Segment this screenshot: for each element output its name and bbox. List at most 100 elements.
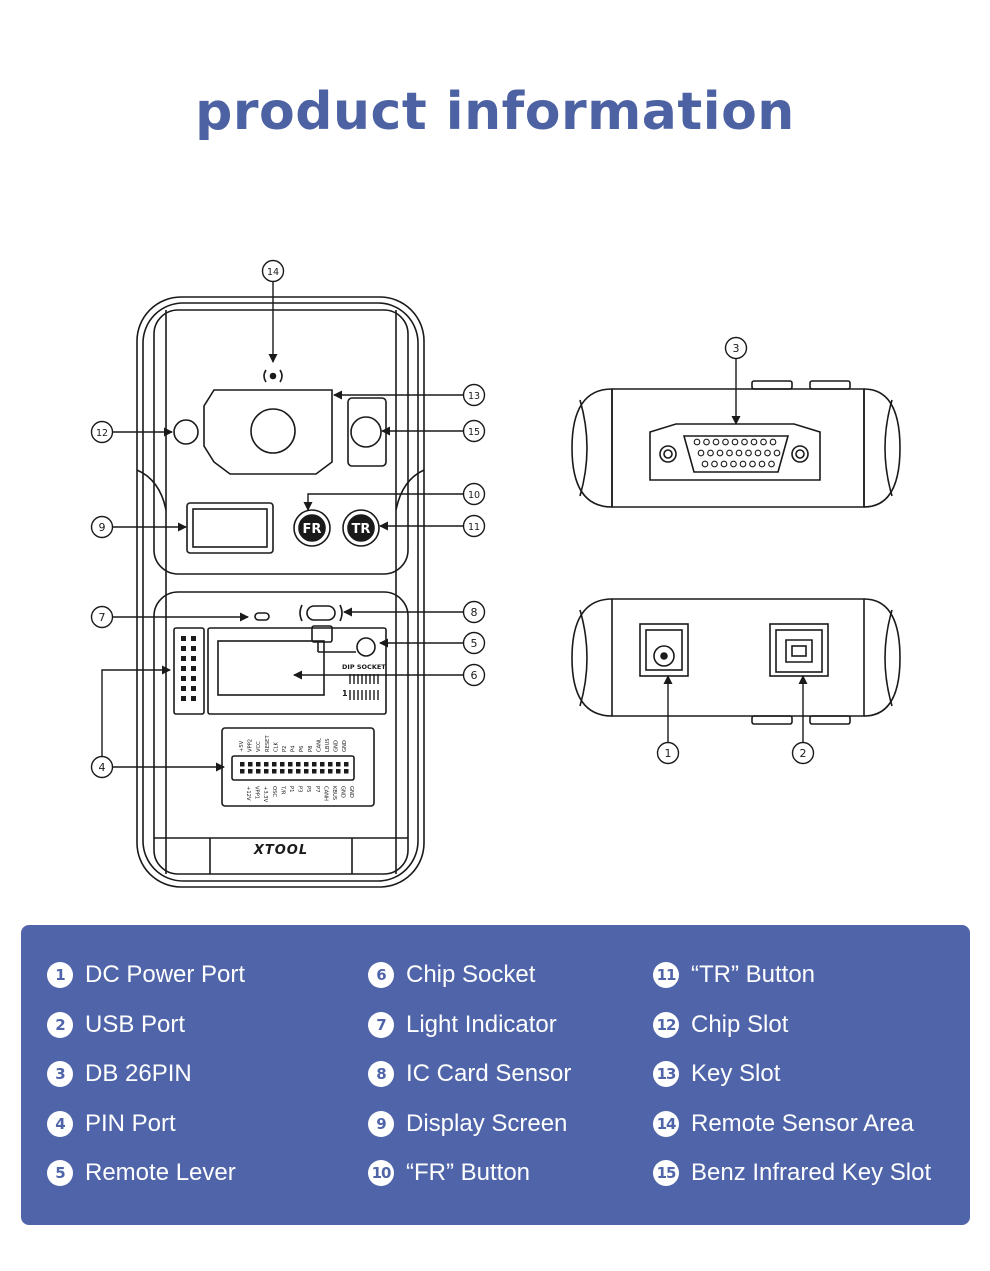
callout-number: 8 [471, 606, 478, 619]
legend-label: Display Screen [406, 1110, 568, 1137]
legend-number: 3 [47, 1061, 73, 1087]
legend-label: IC Card Sensor [406, 1060, 572, 1087]
legend-number: 15 [653, 1160, 679, 1186]
legend-number: 6 [368, 962, 394, 988]
callout-number: 10 [468, 490, 480, 501]
pin-label: VPP2 [248, 739, 254, 752]
callout-number: 7 [99, 611, 106, 624]
callout-number: 12 [96, 428, 108, 439]
pin-label: P2 [282, 746, 288, 752]
pin-dot [248, 762, 253, 767]
db26-pin [731, 438, 739, 446]
legend-label: Chip Slot [691, 1011, 789, 1038]
legend-item: 2 USB Port [47, 1008, 185, 1042]
db26-pin [764, 449, 771, 457]
pin-label: GND [340, 786, 346, 798]
callout-circle [791, 741, 815, 765]
ic-card-sensor [299, 604, 343, 622]
callout-circle [462, 383, 486, 407]
pin-dot [304, 762, 309, 767]
pin-dot [256, 769, 261, 774]
legend-label: USB Port [85, 1011, 186, 1038]
db26-pin [712, 438, 720, 446]
legend-label: Chip Socket [406, 961, 536, 988]
pin-dot [312, 762, 317, 767]
pin-dot [264, 769, 269, 774]
legend-number: 8 [368, 1061, 394, 1087]
remote-lever [311, 625, 333, 643]
callout-circle [462, 514, 486, 538]
db26-pin [768, 460, 775, 468]
pin-label: +3.3V [262, 786, 268, 803]
pin-label: P5 [305, 786, 311, 792]
legend-item: 3 DB 26PIN [47, 1057, 192, 1091]
legend-label: DB 26PIN [85, 1060, 192, 1087]
pin-label: P6 [299, 746, 305, 752]
callout-number: 5 [471, 637, 478, 650]
light-indicator [254, 612, 270, 621]
pin-label: CLK [273, 741, 279, 752]
db26-pin [697, 449, 705, 457]
legend-item: 12 Chip Slot [653, 1008, 788, 1042]
device-front-view: FR TR [136, 296, 425, 888]
legend-number: 7 [368, 1012, 394, 1038]
pin-label: GND [348, 786, 354, 798]
legend-label: Key Slot [691, 1060, 781, 1087]
legend-item: 9 Display Screen [368, 1107, 567, 1141]
callout-number: 15 [468, 427, 480, 438]
pin-label: CANH [322, 786, 328, 801]
callout-circle [656, 741, 680, 765]
legend-item: 1 DC Power Port [47, 958, 245, 992]
callout-circle [724, 336, 748, 360]
dip-socket-label: DIP SOCKET [342, 663, 386, 671]
legend-number: 11 [653, 962, 679, 988]
pin-dot [336, 762, 341, 767]
db26-pin [716, 449, 724, 457]
pin-label: RESET [265, 735, 271, 752]
callout-line [303, 493, 463, 511]
pin-label: P7 [314, 786, 320, 792]
chip-slot [173, 419, 199, 445]
db26-pin [750, 438, 758, 446]
pin-label: GND [342, 740, 348, 752]
pin-dot [288, 769, 293, 774]
key-slot [203, 389, 333, 475]
pin-dot [240, 769, 245, 774]
pin-label: VCC [256, 741, 262, 752]
tr-label: TR [352, 522, 371, 537]
db26-pin [745, 449, 752, 457]
pin-dot [248, 769, 253, 774]
callout-number: 4 [99, 761, 106, 774]
pin-label: +5V [239, 740, 245, 752]
display-screen [186, 502, 274, 554]
callout-number: 1 [665, 747, 672, 760]
pin-dot [320, 762, 325, 767]
pin-label: T/R [279, 785, 285, 795]
db26-pin [769, 438, 777, 446]
pin-dot [296, 762, 301, 767]
pin-dot [344, 769, 349, 774]
db26-pin [741, 438, 748, 446]
callout-number: 13 [468, 391, 480, 402]
legend-number: 1 [47, 962, 73, 988]
legend-number: 9 [368, 1111, 394, 1137]
dc-power-port [639, 623, 689, 677]
callout-circle [90, 605, 114, 629]
legend-label: Light Indicator [406, 1011, 557, 1038]
pin-dot [264, 762, 269, 767]
callout-number: 2 [800, 747, 807, 760]
db26-pin [730, 460, 737, 468]
legend-number: 5 [47, 1160, 73, 1186]
db26-pin [739, 460, 747, 468]
device-side-bottom [571, 598, 901, 725]
pin-label: KBUS [331, 786, 337, 800]
legend-label: Remote Lever [85, 1159, 236, 1186]
db26-pin [773, 449, 781, 457]
db26-pin [749, 460, 756, 468]
legend-item: 13 Key Slot [653, 1057, 780, 1091]
device-side-top [571, 380, 901, 508]
db26-pin [760, 438, 767, 446]
callout-circle [462, 482, 486, 506]
legend-number: 12 [653, 1012, 679, 1038]
